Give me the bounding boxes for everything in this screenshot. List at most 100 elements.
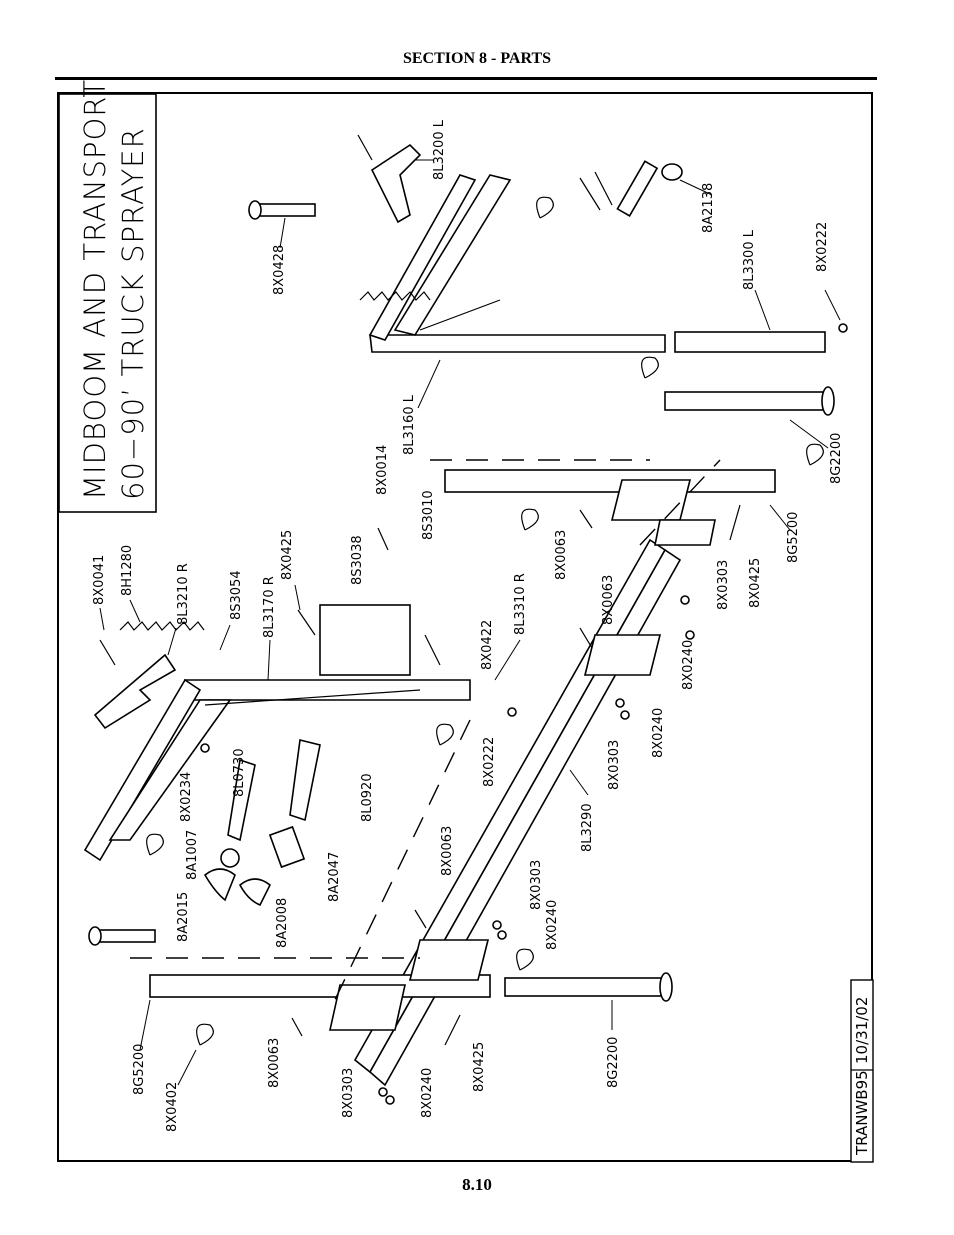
label-8X0063a: 8X0063 bbox=[554, 530, 569, 580]
leader-8G5200a bbox=[769, 504, 791, 531]
cap-8A2138 bbox=[661, 163, 683, 181]
label-8X0234: 8X0234 bbox=[179, 772, 194, 822]
socket-bracket bbox=[654, 519, 716, 546]
bracket-8L3200 bbox=[370, 143, 422, 224]
fitting-8A2047 bbox=[268, 825, 306, 869]
fitting-8A2008 bbox=[238, 878, 272, 907]
plate-lower bbox=[408, 939, 490, 981]
label-8G2200b: 8G2200 bbox=[606, 1037, 621, 1088]
label-8X0222b: 8X0222 bbox=[482, 737, 497, 787]
tube-8G5200-a bbox=[444, 469, 776, 493]
label-8A2047: 8A2047 bbox=[327, 852, 342, 902]
leader-8X0425a bbox=[294, 584, 301, 611]
washer-8X0303-d bbox=[378, 1087, 388, 1097]
label-8X0014: 8X0014 bbox=[375, 445, 390, 495]
label-8X0422: 8X0422 bbox=[480, 620, 495, 670]
label-8X0303b: 8X0303 bbox=[607, 740, 622, 790]
washer-8X0303-c bbox=[492, 920, 502, 930]
nut-8X0222-a bbox=[838, 323, 848, 333]
washer-8X0303-b bbox=[615, 698, 625, 708]
bolt-8X0422 bbox=[424, 634, 441, 666]
label-8L3200L: 8L3200 L bbox=[432, 119, 447, 180]
pin-8X0428-top bbox=[254, 203, 316, 217]
bolt-8L3200-top bbox=[357, 134, 373, 161]
label-8X0303d: 8X0303 bbox=[341, 1068, 356, 1118]
tube-8L3300 bbox=[674, 331, 826, 353]
stamp-block bbox=[850, 979, 874, 1163]
nut-8X0240-b bbox=[620, 710, 630, 720]
label-8X0063b: 8X0063 bbox=[601, 575, 616, 625]
leader-8G2200a bbox=[789, 419, 829, 449]
bolt-8X0425-c bbox=[444, 1014, 461, 1046]
label-8X0402: 8X0402 bbox=[165, 1082, 180, 1132]
label-8X0240c: 8X0240 bbox=[545, 900, 560, 950]
clip-b bbox=[806, 443, 824, 466]
label-8L3310R: 8L3310 R bbox=[513, 573, 528, 635]
leader-8A2138 bbox=[679, 179, 713, 196]
frame-8L3160-leg1 bbox=[368, 174, 477, 341]
label-8X0240b: 8X0240 bbox=[651, 708, 666, 758]
fitting-8A1007 bbox=[220, 848, 240, 868]
leader-8H1280 bbox=[129, 599, 141, 623]
nut-8X0234 bbox=[200, 743, 210, 753]
label-8L3210R: 8L3210 R bbox=[176, 563, 191, 625]
title-block bbox=[58, 93, 157, 513]
bolt-8X0063-d bbox=[291, 1017, 303, 1037]
nut-8X0240-a bbox=[685, 630, 695, 640]
bolt-8X0425-b bbox=[729, 504, 741, 541]
frame-brace-line bbox=[204, 689, 421, 706]
label-8G5200a: 8G5200 bbox=[786, 512, 801, 563]
bolt-8X0063-b bbox=[579, 627, 593, 649]
leader-8X0222a bbox=[824, 289, 841, 321]
centerline-2 bbox=[329, 719, 471, 1011]
label-8X0425a: 8X0425 bbox=[280, 530, 295, 580]
bracket-8L3210 bbox=[93, 653, 177, 730]
label-8L3160L: 8L3160 L bbox=[402, 394, 417, 455]
washer-8X0303-a bbox=[680, 595, 690, 605]
label-8A2015: 8A2015 bbox=[176, 892, 191, 942]
bolt-8X0063-c bbox=[414, 909, 427, 929]
label-8X0240d: 8X0240 bbox=[420, 1068, 435, 1118]
nut-8X0240-d bbox=[385, 1095, 395, 1105]
leader-8L3310 bbox=[494, 639, 521, 681]
label-8X0222a: 8X0222 bbox=[815, 222, 830, 272]
title-line-1: MIDBOOM AND TRANSPORT bbox=[78, 79, 112, 500]
plate-upper bbox=[610, 479, 692, 521]
title-line-2: 60−90’ TRUCK SPRAYER bbox=[116, 127, 150, 500]
label-8A2138: 8A2138 bbox=[701, 183, 716, 233]
drawing-code: TRANWB95 bbox=[853, 1070, 871, 1156]
tube-8A2138 bbox=[616, 160, 659, 217]
leader-8L3210 bbox=[167, 627, 177, 656]
leader-8L3290 bbox=[569, 769, 589, 796]
pin-8G2200-b-head bbox=[659, 972, 673, 1002]
label-8L0730: 8L0730 bbox=[232, 748, 247, 797]
nut-8X0222-b bbox=[507, 707, 517, 717]
clip-e bbox=[146, 833, 164, 856]
header-rule bbox=[55, 77, 877, 80]
spring-8L3200 bbox=[359, 291, 431, 301]
label-8X0303a: 8X0303 bbox=[716, 560, 731, 610]
label-8X0425c: 8X0425 bbox=[472, 1042, 487, 1092]
frame-8L3160-brace bbox=[419, 299, 501, 331]
tube-8G5200-b bbox=[149, 974, 491, 998]
frame-8L3170-brace bbox=[108, 699, 232, 841]
plate-bottom bbox=[329, 984, 406, 1031]
clip-g bbox=[196, 1023, 214, 1046]
label-8X0240a: 8X0240 bbox=[681, 640, 696, 690]
leader-8L3170 bbox=[267, 639, 271, 681]
leader-8G5200b bbox=[139, 999, 151, 1051]
frame-8L3160-leg2 bbox=[393, 174, 512, 336]
drawing-date: 10/31/02 bbox=[853, 997, 871, 1064]
bolt-8X0041 bbox=[99, 639, 116, 666]
clip-a bbox=[641, 356, 659, 379]
pin-8G2200-a bbox=[664, 391, 826, 411]
label-8S3010: 8S3010 bbox=[421, 490, 436, 540]
drawing-frame bbox=[57, 92, 873, 1162]
leader-8L3160 bbox=[417, 359, 441, 409]
label-8X0063d: 8X0063 bbox=[267, 1038, 282, 1088]
pin-8X0428-bottom-head bbox=[88, 926, 102, 946]
label-8G5200b: 8G5200 bbox=[132, 1044, 147, 1095]
label-8L3170R: 8L3170 R bbox=[262, 576, 277, 638]
nut-8X0240-c bbox=[497, 930, 507, 940]
leader-8X0041 bbox=[99, 607, 105, 631]
